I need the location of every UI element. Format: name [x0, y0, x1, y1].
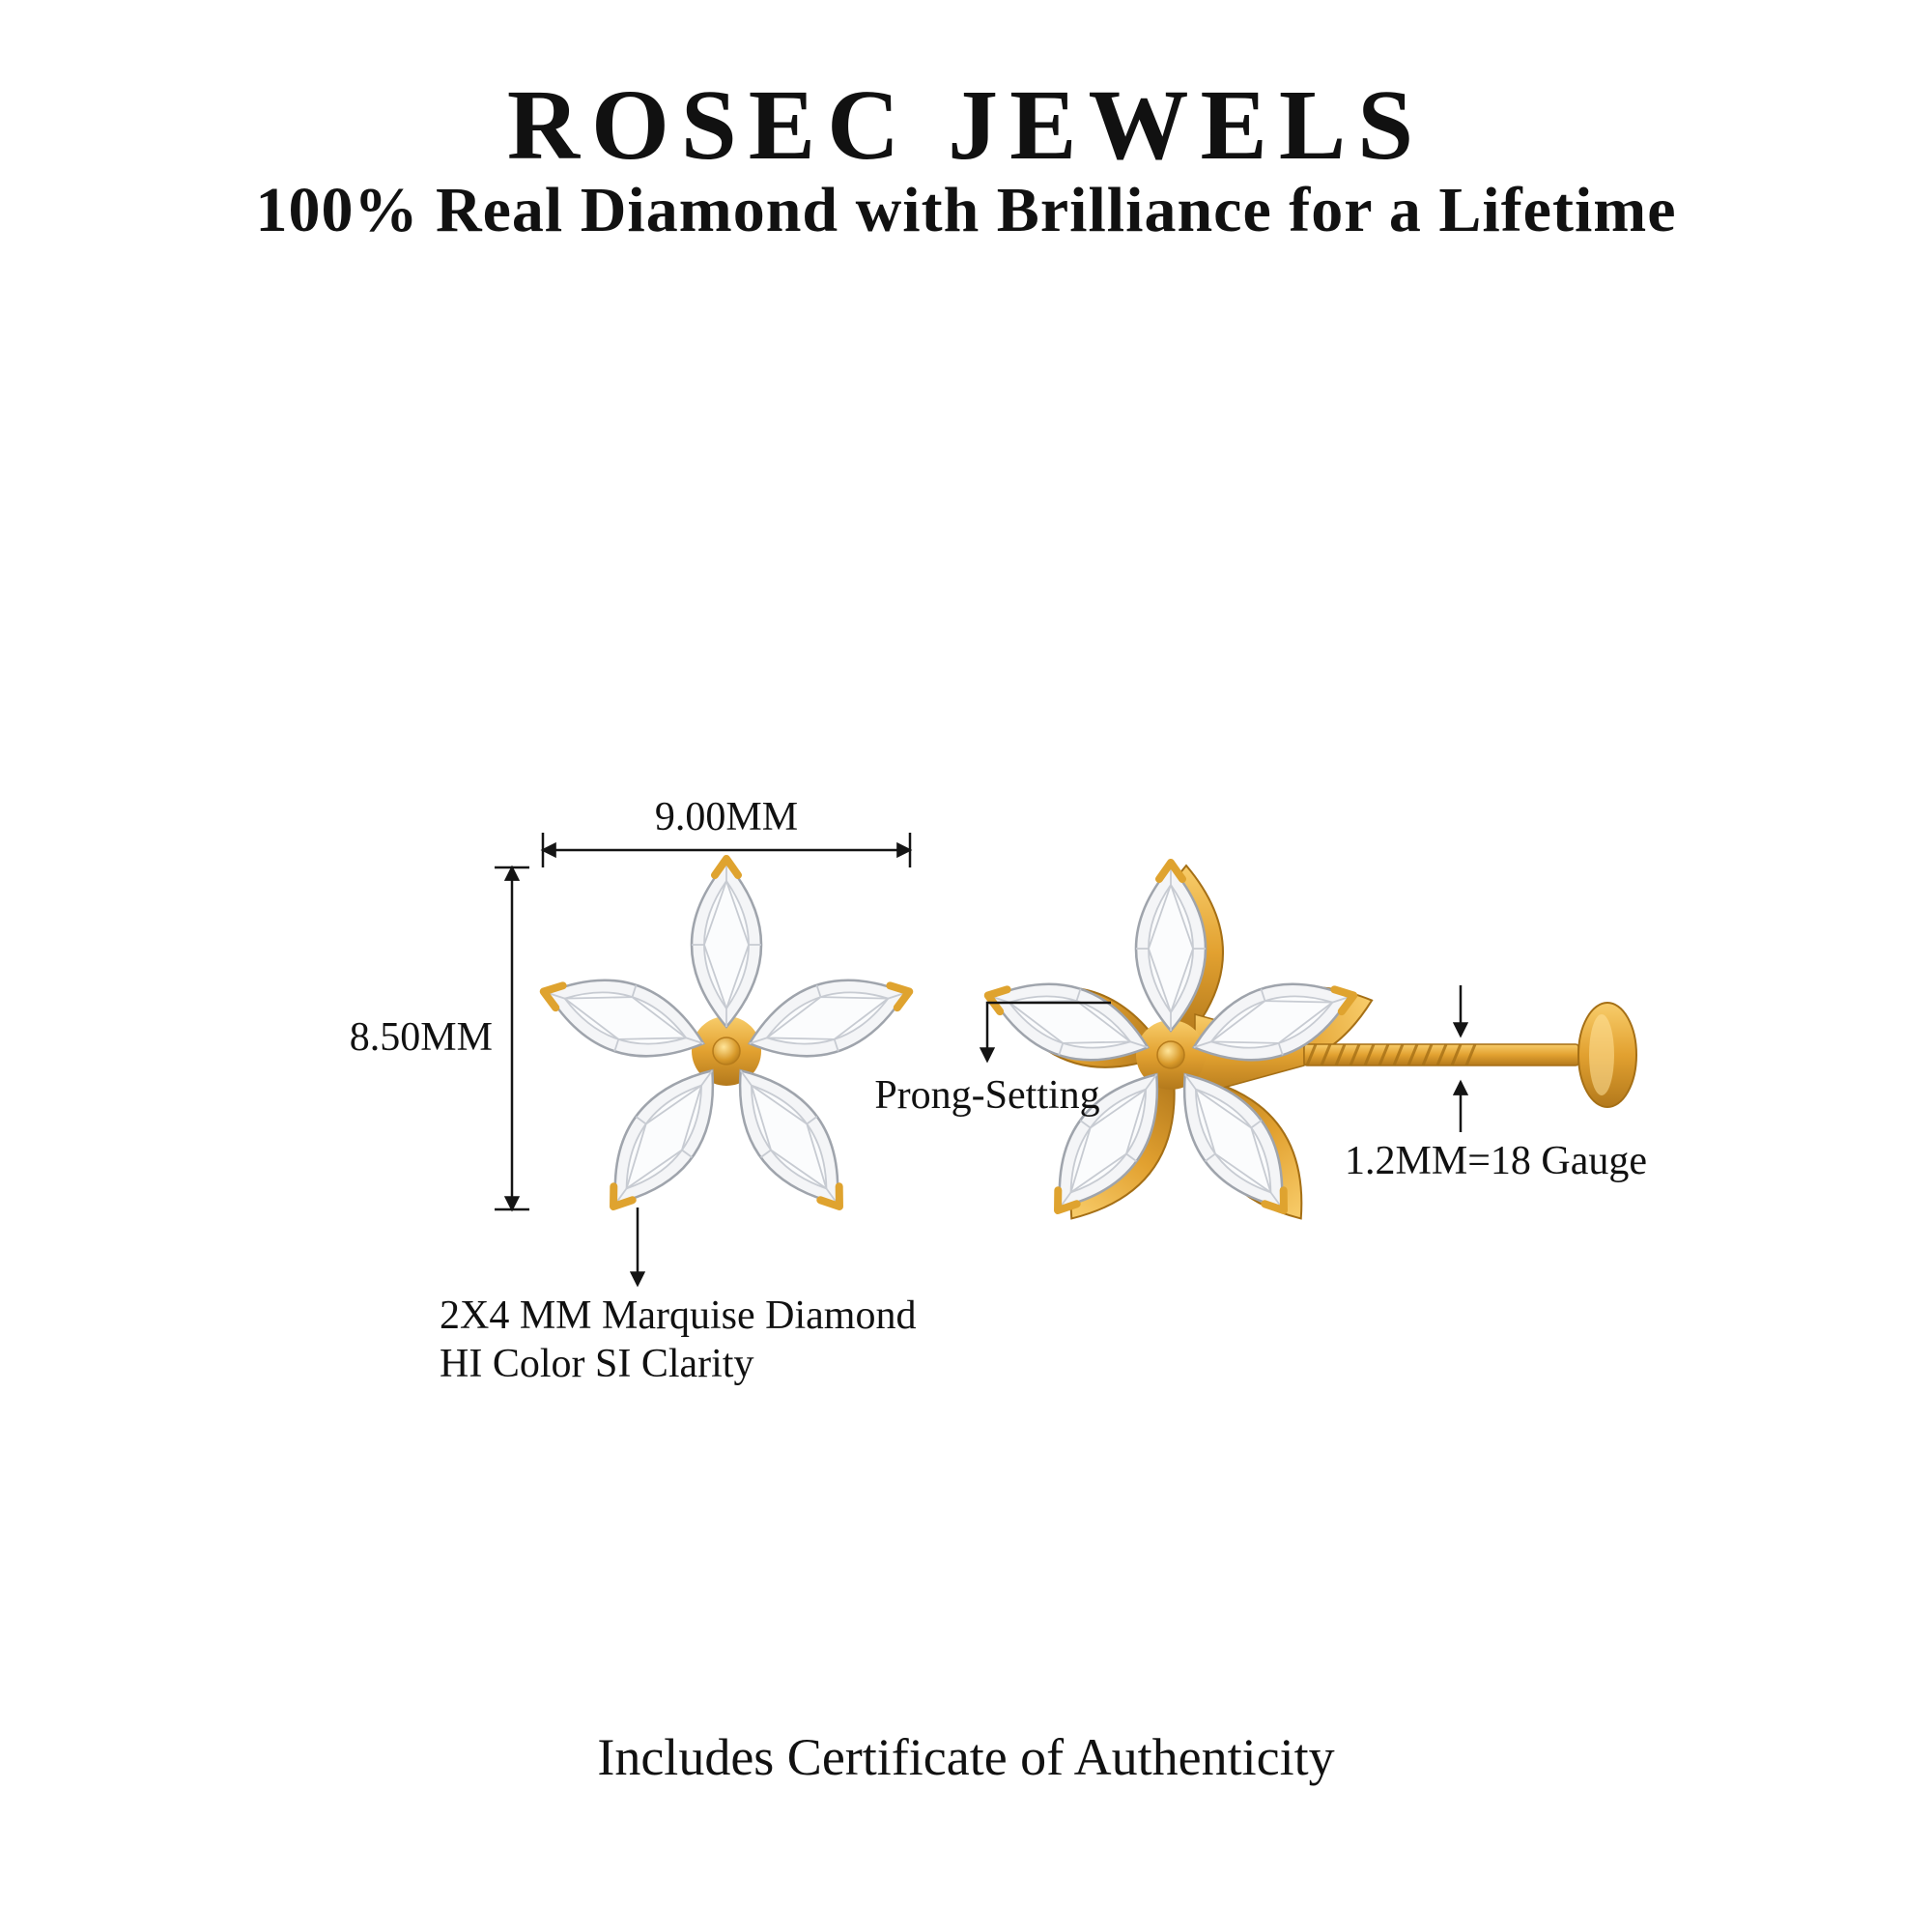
height-dimension-label: 8.50MM — [349, 1015, 493, 1060]
earring-side-view — [978, 863, 1637, 1240]
brand-tagline: 100% Real Diamond with Brilliance for a … — [255, 175, 1677, 245]
dimension-lines — [495, 833, 1469, 1288]
stone-note: 2X4 MM Marquise Diamond HI Color SI Clar… — [440, 1293, 916, 1388]
stone-note-line1: 2X4 MM Marquise Diamond — [440, 1293, 917, 1338]
gauge-label: 1.2MM=18 Gauge — [1345, 1139, 1647, 1183]
certificate-note: Includes Certificate of Authenticity — [597, 1728, 1335, 1786]
earring-front-view — [533, 859, 921, 1227]
prong-setting-label: Prong-Setting — [874, 1073, 1100, 1118]
screw-thread-texture — [1305, 1043, 1477, 1066]
stone-note-line2: HI Color SI Clarity — [440, 1341, 754, 1386]
brand-title: ROSEC JEWELS — [506, 70, 1426, 181]
width-dimension-label: 9.00MM — [654, 795, 799, 839]
